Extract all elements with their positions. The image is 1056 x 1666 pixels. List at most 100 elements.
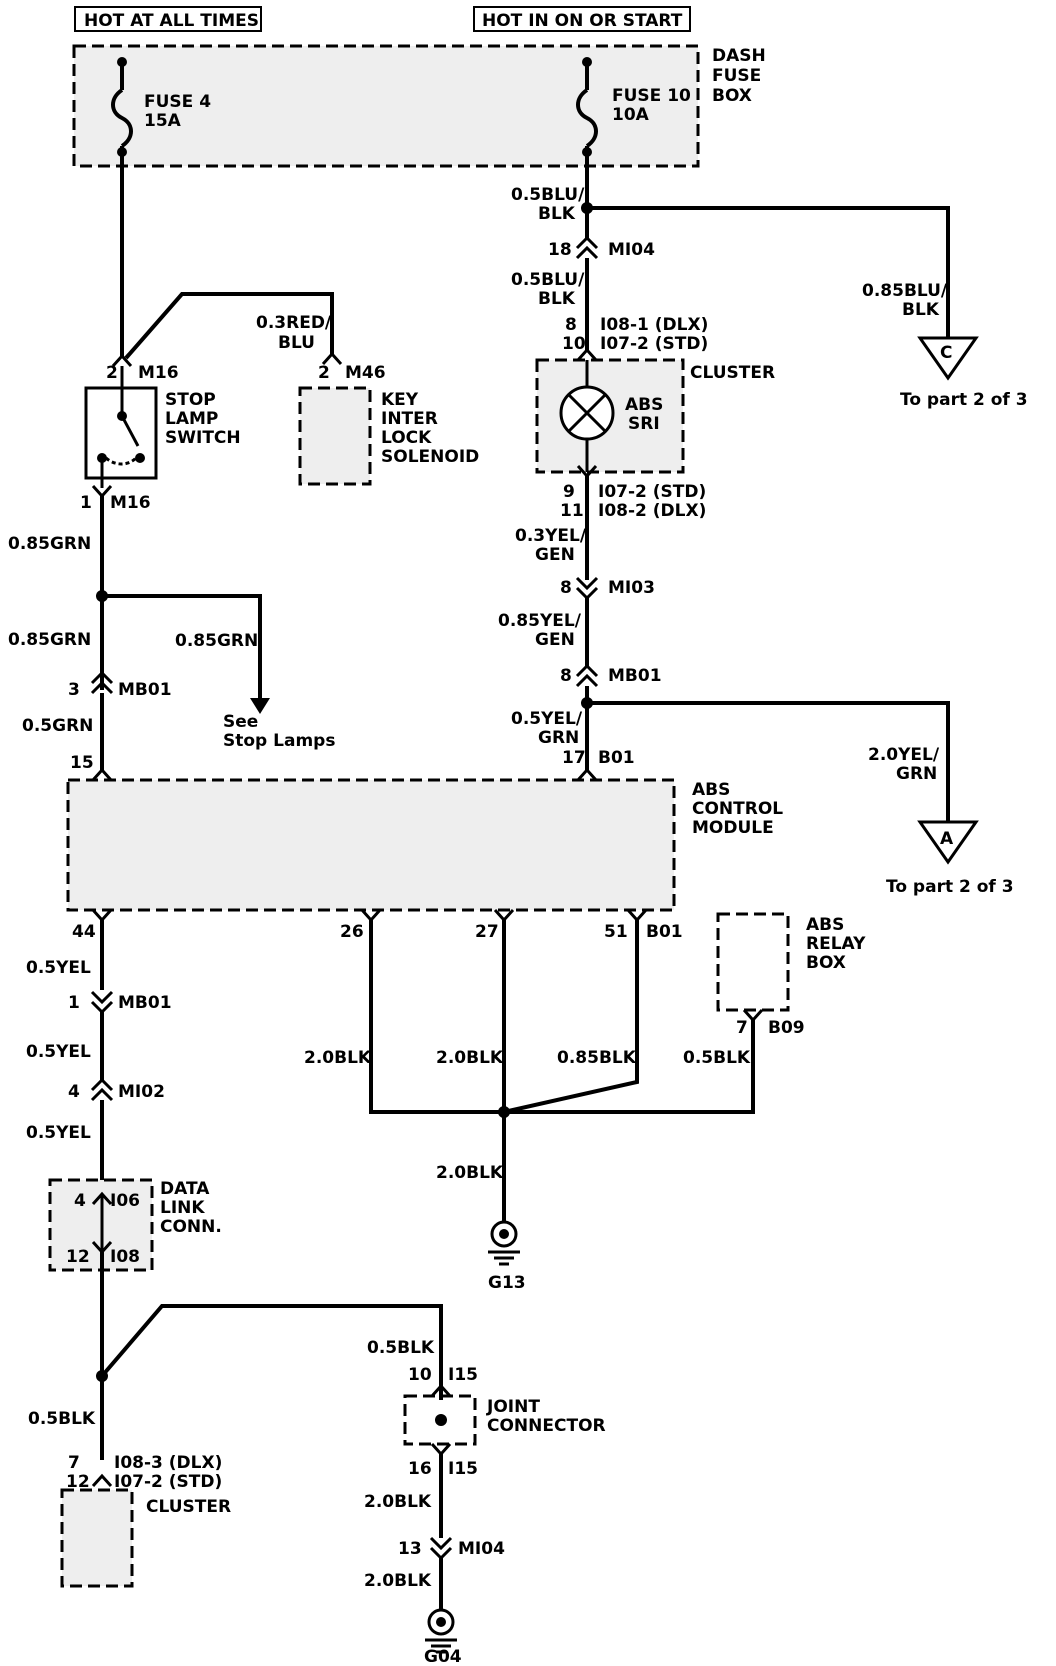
connector-id: M46	[345, 363, 386, 383]
connector-mi03	[575, 576, 599, 601]
svg-text:C: C	[940, 343, 952, 363]
data-link-connector: 4 I06 12 I08 DATA LINK CONN.	[48, 1178, 222, 1272]
svg-text:INTER: INTER	[381, 409, 438, 429]
svg-text:BOX: BOX	[806, 953, 846, 973]
cluster-bottom: CLUSTER	[60, 1488, 231, 1588]
svg-text:FUSE 10: FUSE 10	[612, 86, 691, 106]
wire-label: 0.3YEL/	[515, 526, 587, 546]
wire-label: 0.5YEL	[26, 1123, 91, 1143]
wire-label: 2.0BLK	[364, 1492, 432, 1512]
connector-m46	[321, 351, 343, 366]
pin-number: 13	[398, 1539, 422, 1559]
reference-label: See	[223, 712, 258, 732]
svg-text:A: A	[940, 829, 954, 849]
connector-id: I08-1 (DLX)	[600, 315, 708, 335]
svg-text:CLUSTER: CLUSTER	[146, 1497, 231, 1517]
fuse-4: FUSE 4 15A	[111, 57, 211, 166]
pin-number: 27	[475, 922, 499, 942]
connector-mb01-right	[575, 663, 599, 688]
pin-number: 8	[565, 315, 577, 335]
connector-id: MB01	[118, 993, 172, 1013]
connector-abs-15	[91, 767, 113, 782]
stop-lamp-switch: STOP LAMP SWITCH	[84, 366, 241, 488]
wire-label: 0.5YEL	[26, 958, 91, 978]
svg-text:G04: G04	[424, 1647, 462, 1666]
svg-text:CLUSTER: CLUSTER	[690, 363, 775, 383]
wire-to-key-interlock	[124, 292, 334, 360]
svg-text:I06: I06	[110, 1191, 140, 1211]
wire-ground-51	[503, 920, 639, 1114]
svg-text:KEY: KEY	[381, 390, 419, 410]
wire-label: 0.3RED/	[256, 313, 332, 333]
connector-mb01-left	[90, 670, 114, 695]
svg-text:LAMP: LAMP	[165, 409, 218, 429]
connector-i15-top	[430, 1383, 452, 1398]
fuse-10: FUSE 10 10A	[576, 57, 691, 166]
svg-text:LINK: LINK	[160, 1198, 205, 1218]
svg-text:HOT IN ON OR START: HOT IN ON OR START	[482, 11, 683, 31]
pin-number: 7	[68, 1453, 80, 1473]
wire-label: BLK	[538, 289, 576, 309]
svg-text:CONN.: CONN.	[160, 1217, 222, 1237]
wire-to-a	[587, 701, 950, 822]
wire-label: 2.0BLK	[436, 1048, 504, 1068]
pin-number: 1	[68, 993, 80, 1013]
svg-text:SRI: SRI	[628, 414, 660, 434]
svg-text:CONNECTOR: CONNECTOR	[487, 1416, 606, 1436]
joint-connector: JOINT CONNECTOR	[403, 1394, 606, 1446]
connector-id: MI03	[608, 578, 655, 598]
wire-label: GEN	[535, 545, 575, 565]
wire-label: BLU	[278, 333, 315, 353]
svg-text:SWITCH: SWITCH	[165, 428, 241, 448]
connector-id: MB01	[118, 680, 172, 700]
pin-number: 17	[562, 748, 586, 768]
connector-id: I15	[448, 1459, 478, 1479]
connector-id: MI04	[608, 240, 655, 260]
svg-text:RELAY: RELAY	[806, 934, 866, 954]
cluster-abs-sri: ABS SRI CLUSTER	[535, 358, 775, 474]
wire-label: 0.5YEL/	[511, 709, 583, 729]
abs-control-module: ABS CONTROL MODULE	[66, 778, 783, 912]
connector-id: I07-2 (STD)	[600, 334, 708, 354]
pin-number: 44	[72, 922, 96, 942]
pin-number: 11	[560, 501, 584, 521]
hot-at-all-times-label: HOT AT ALL TIMES	[74, 6, 262, 32]
pin-number: 8	[560, 666, 572, 686]
wire-label: 0.85BLK	[557, 1048, 637, 1068]
wire-label: 2.0BLK	[364, 1571, 432, 1591]
wire-label: 0.5BLU/	[511, 270, 585, 290]
pin-number: 10	[562, 334, 586, 354]
svg-text:STOP: STOP	[165, 390, 216, 410]
wire-label: 0.5YEL	[26, 1042, 91, 1062]
connector-id: I07-2 (STD)	[114, 1472, 222, 1492]
connector-mb01-yel	[90, 990, 114, 1015]
connector-id: M16	[138, 363, 179, 383]
connector-id: B01	[646, 922, 683, 942]
wire-label: 0.85YEL/	[498, 611, 582, 631]
connector-mi04-top	[575, 235, 599, 260]
wire-label: 0.5BLK	[367, 1338, 435, 1358]
ground-g04-icon: G04	[424, 1608, 462, 1666]
svg-text:ABS: ABS	[806, 915, 844, 935]
hot-in-on-or-start-label: HOT IN ON OR START	[473, 6, 691, 32]
reference-label: Stop Lamps	[223, 731, 335, 751]
pin-number: 15	[70, 753, 94, 773]
svg-text:JOINT: JOINT	[486, 1397, 540, 1417]
pin-number: 2	[106, 363, 118, 383]
offpage-connector-a: A To part 2 of 3	[886, 820, 1014, 897]
svg-text:I08: I08	[110, 1247, 140, 1267]
wire-label: GEN	[535, 630, 575, 650]
pin-number: 8	[560, 578, 572, 598]
wire-to-stop-lamps	[102, 594, 262, 700]
connector-id: B09	[768, 1018, 805, 1038]
pin-number: 7	[736, 1018, 748, 1038]
svg-text:To part 2 of 3: To part 2 of 3	[900, 390, 1028, 410]
arrow-see-stop-lamps	[250, 698, 270, 714]
svg-text:LOCK: LOCK	[381, 428, 432, 448]
svg-text:FUSE 4: FUSE 4	[144, 92, 211, 112]
connector-mi02	[90, 1077, 114, 1102]
pin-number: 3	[68, 680, 80, 700]
svg-text:HOT AT ALL TIMES: HOT AT ALL TIMES	[84, 11, 259, 31]
wire-label: 0.85GRN	[8, 534, 91, 554]
